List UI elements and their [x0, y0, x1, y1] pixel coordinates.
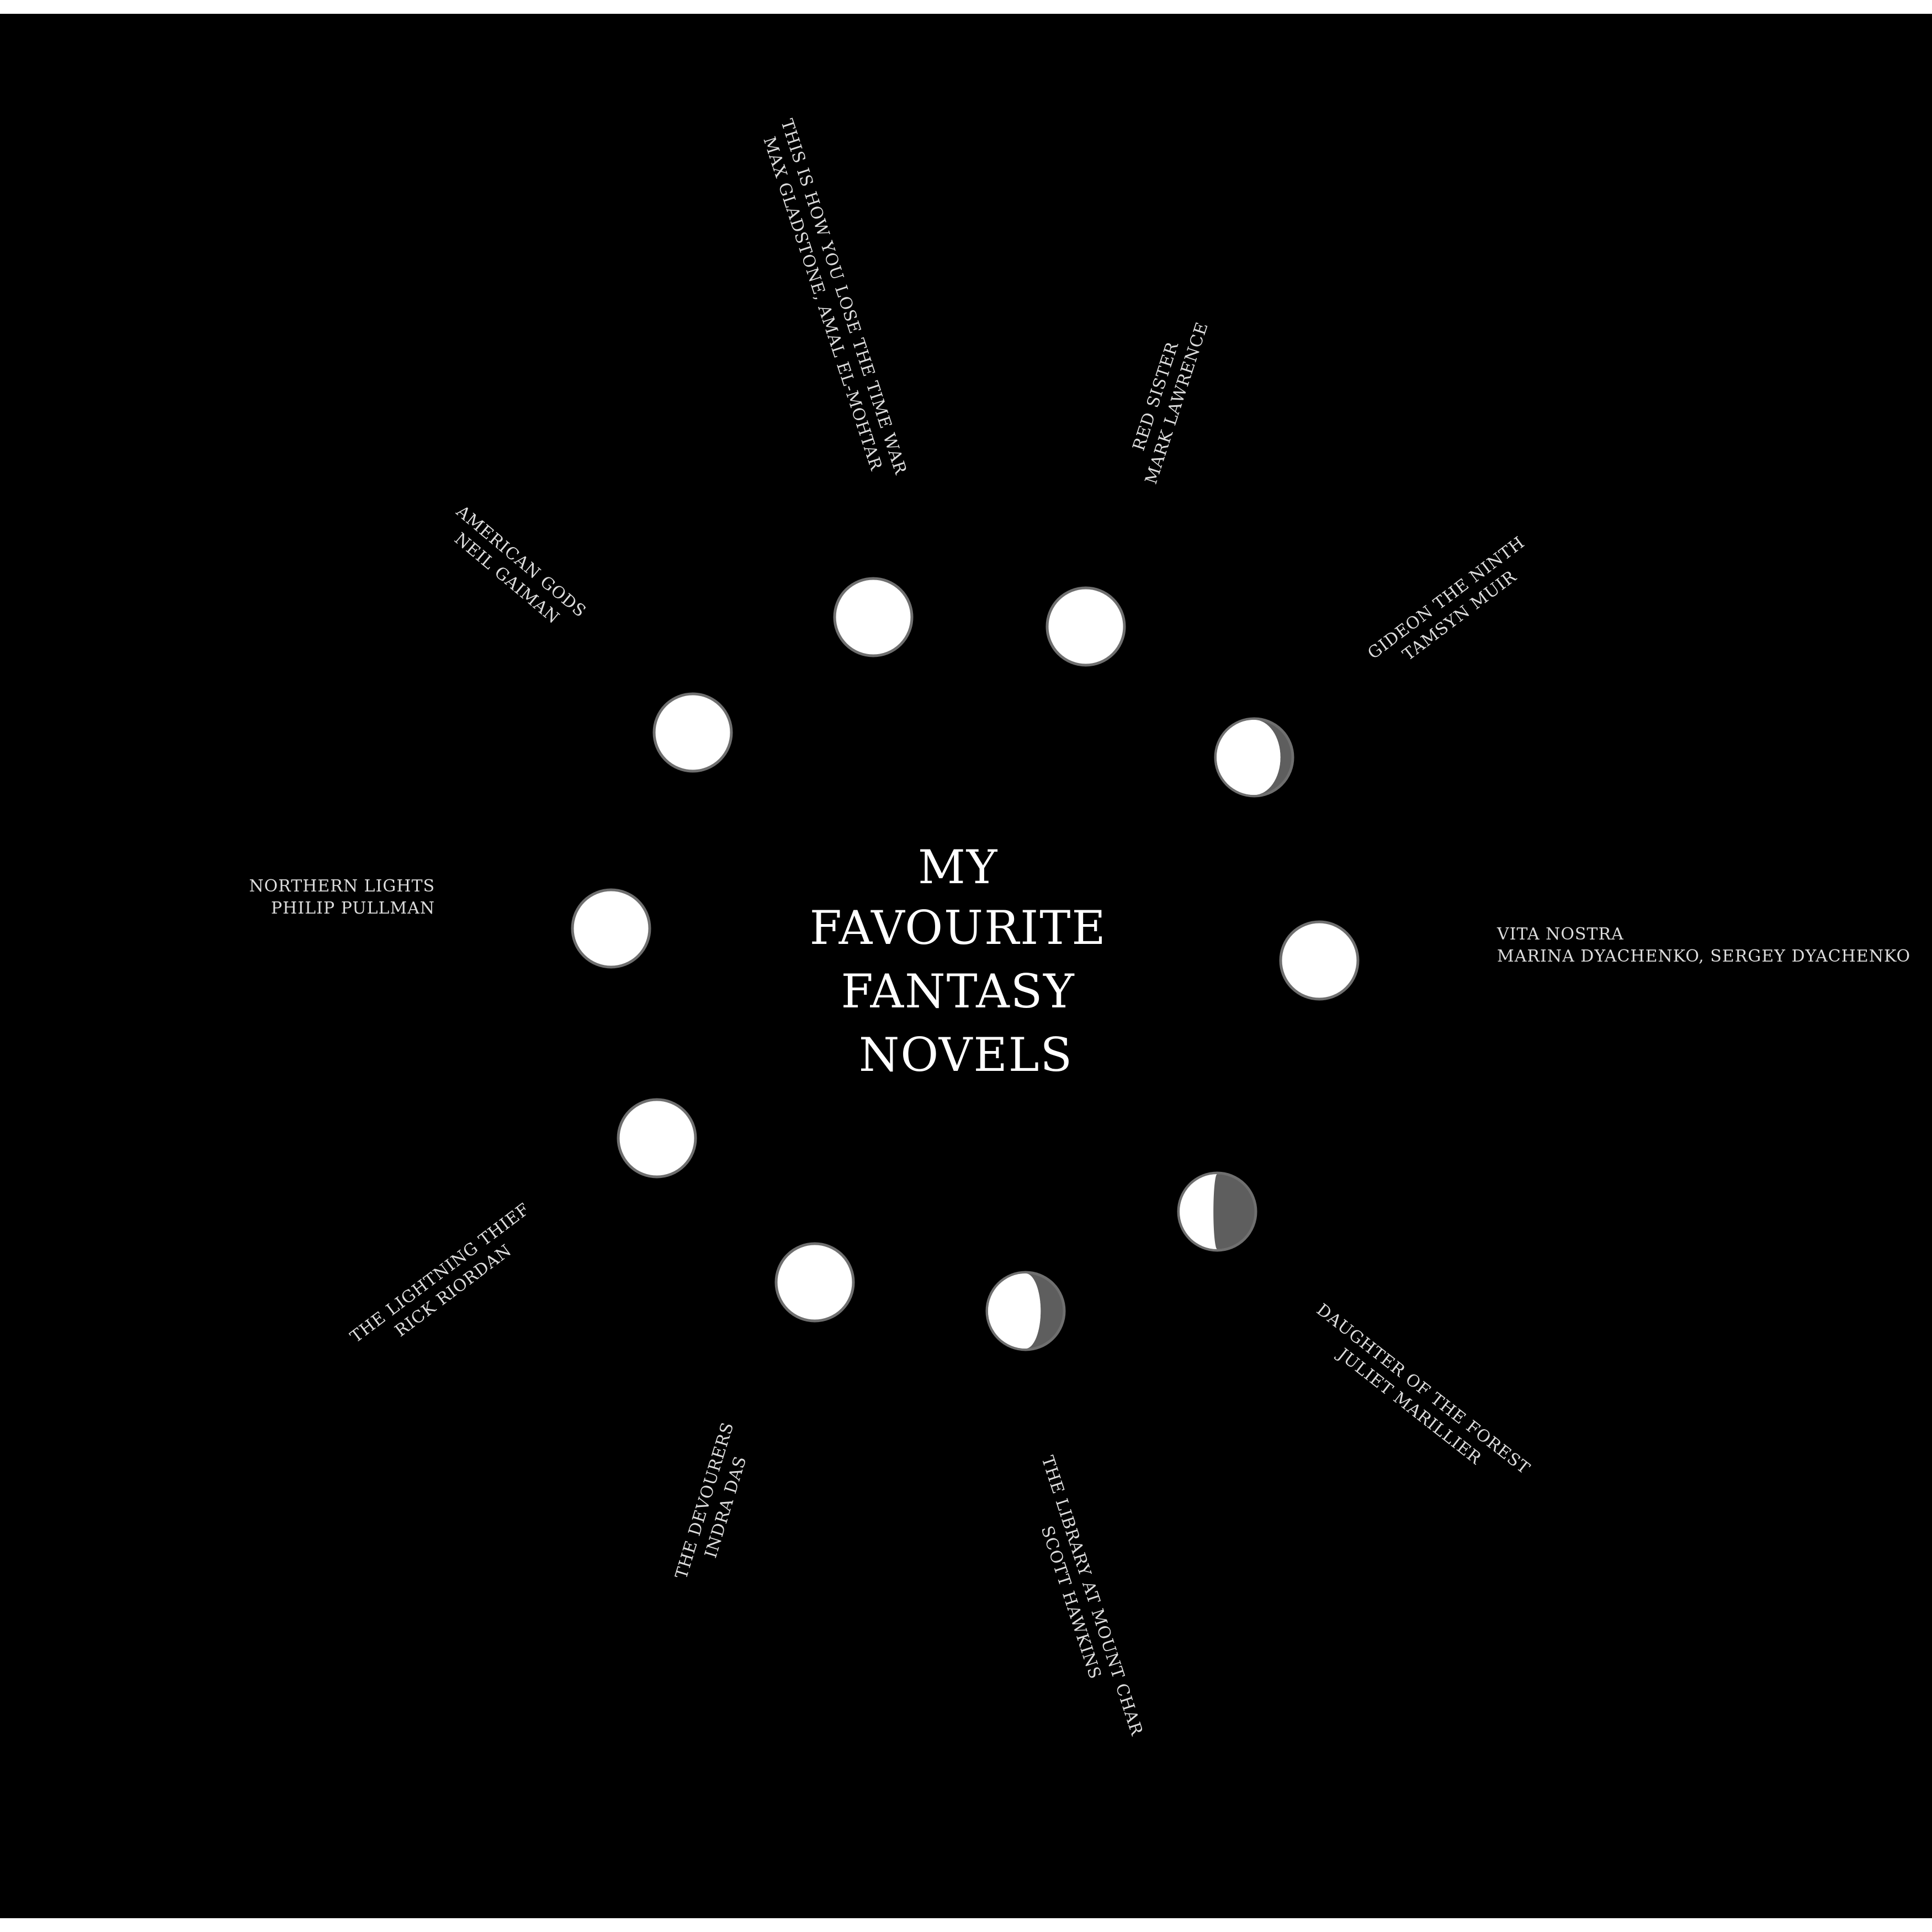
page-title: MY FAVOURITE FANTASY NOVELS — [810, 840, 1123, 1082]
moon-phase-icon — [652, 692, 733, 773]
moon-phase-icon — [985, 1271, 1066, 1351]
moon-phase-icon — [617, 1098, 697, 1179]
moon-disc — [571, 888, 651, 969]
moon-lit-area — [1180, 1174, 1217, 1249]
moon-phase-icon — [833, 577, 914, 657]
moon-phase-icon — [1177, 1171, 1257, 1252]
title-line: MY — [918, 840, 998, 894]
moon-phase-icon — [774, 1242, 855, 1323]
title-line: NOVELS — [859, 1028, 1073, 1082]
moon-disc — [652, 692, 733, 773]
book-title: NORTHERN LIGHTS — [249, 877, 435, 896]
book-label: NORTHERN LIGHTS PHILIP PULLMAN — [249, 877, 435, 918]
moon-disc — [833, 577, 914, 657]
book-title: VITA NOSTRA — [1496, 925, 1624, 944]
book-author: MARINA DYACHENKO, SERGEY DYACHENKO — [1497, 947, 1910, 966]
moon-lit-half — [1217, 720, 1254, 795]
moon-disc — [1045, 586, 1126, 667]
moon-phase-icon — [571, 888, 651, 969]
book-label: VITA NOSTRA MARINA DYACHENKO, SERGEY DYAC… — [1496, 925, 1910, 966]
moon-disc — [1279, 920, 1360, 1001]
moon-ring — [571, 577, 1360, 1351]
poster-background — [0, 14, 1932, 1918]
title-line: FANTASY — [841, 964, 1075, 1018]
moon-phase-icon — [1214, 717, 1294, 798]
book-author: PHILIP PULLMAN — [271, 899, 435, 918]
moon-disc — [774, 1242, 855, 1323]
title-line: FAVOURITE — [810, 901, 1107, 955]
moon-phase-icon — [1279, 920, 1360, 1001]
moon-disc — [617, 1098, 697, 1179]
moon-lit-half — [988, 1273, 1026, 1349]
moon-phase-icon — [1045, 586, 1126, 667]
